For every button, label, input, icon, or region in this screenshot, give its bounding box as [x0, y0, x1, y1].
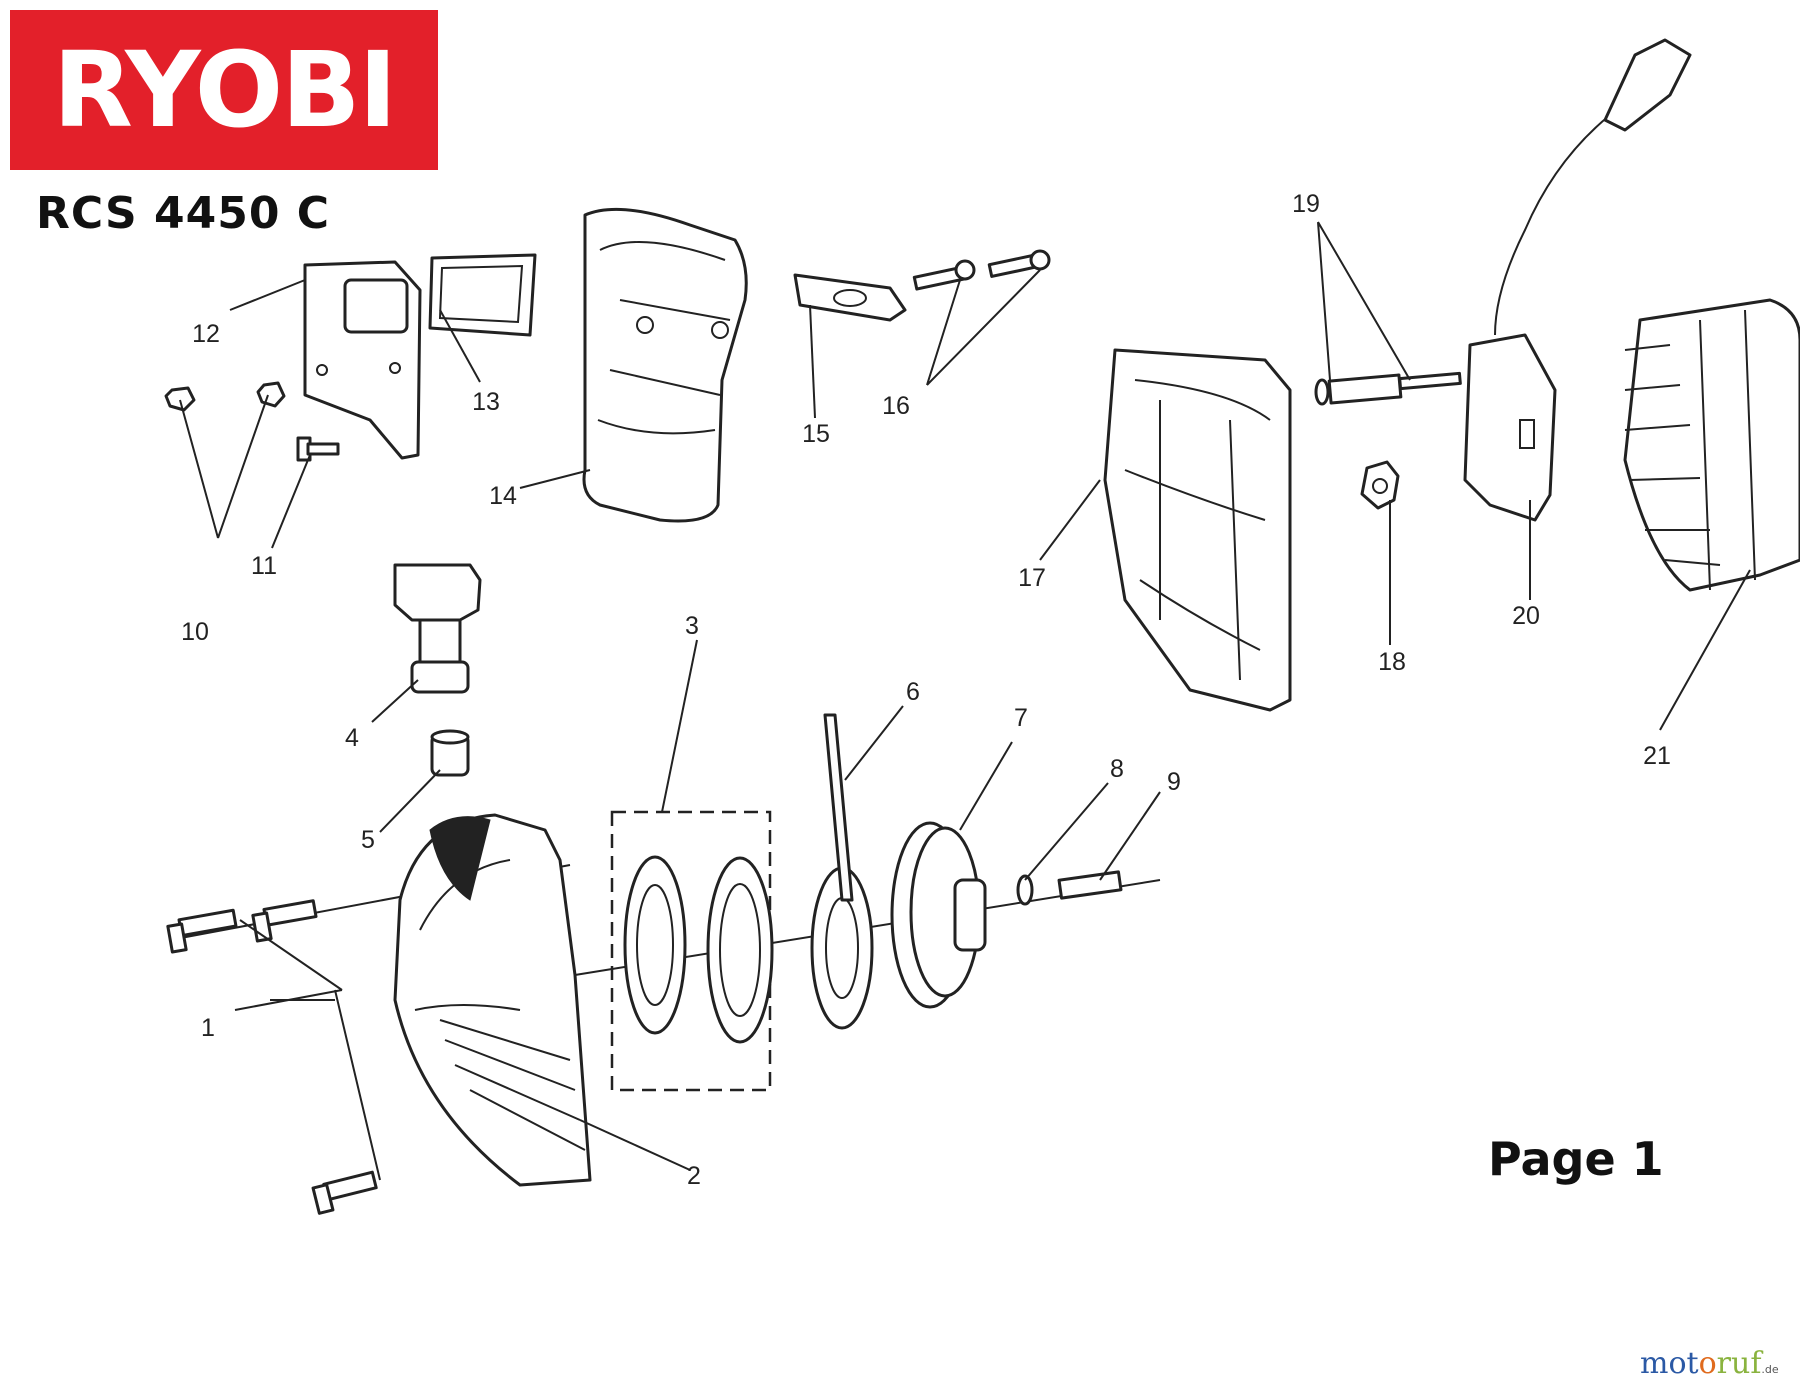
leader-11: [271, 454, 311, 549]
callout-10: 10: [181, 618, 209, 646]
spring-part-3-b: [706, 856, 774, 1044]
callout-17: 17: [1018, 564, 1046, 592]
callout-12: 12: [192, 320, 220, 348]
callout-18: 18: [1378, 648, 1406, 676]
callout-8: 8: [1110, 755, 1124, 783]
leader-14: [519, 469, 591, 489]
nut-part-10-a: [164, 386, 196, 412]
leader-2: [579, 1119, 691, 1171]
leader-1: [234, 919, 381, 1181]
leader-12: [229, 279, 306, 311]
screw-part-9: [1057, 870, 1123, 900]
screw-part-1-b: [251, 899, 318, 943]
gasket-part-15: [793, 273, 907, 322]
callout-13: 13: [472, 388, 500, 416]
leader-19: [1317, 221, 1411, 381]
ryobi-logo: RYOBI: [10, 10, 438, 170]
flywheel-part-21: [1623, 298, 1800, 592]
leader-9: [1099, 791, 1161, 881]
callout-1: 1: [201, 1014, 215, 1042]
logo-wordmark: RYOBI: [52, 29, 397, 151]
spring-part-6: [810, 713, 874, 1030]
callout-15: 15: [802, 420, 830, 448]
starter-housing-part-2: [393, 813, 592, 1187]
ignition-coil-part-20: [1463, 38, 1692, 522]
spring-part-3-a: [623, 855, 687, 1035]
callout-2: 2: [687, 1162, 701, 1190]
leader-7: [959, 741, 1013, 831]
page-label: Page 1: [1488, 1132, 1664, 1186]
handle-part-4: [393, 563, 482, 694]
callout-3: 3: [685, 612, 699, 640]
leader-21: [1659, 569, 1751, 731]
callout-19: 19: [1292, 190, 1320, 218]
nut-part-18: [1360, 460, 1400, 510]
nut-part-10-b: [256, 381, 286, 408]
leader-4: [371, 679, 419, 723]
callout-14: 14: [489, 482, 517, 510]
callout-4: 4: [345, 724, 359, 752]
leader-10: [179, 394, 269, 539]
leader-3: [661, 639, 698, 813]
leader-6: [844, 705, 904, 781]
callout-11: 11: [251, 552, 277, 580]
pulley-part-7: [890, 821, 987, 1009]
callout-7: 7: [1014, 704, 1028, 732]
bolt-part-19: [1314, 371, 1462, 406]
watermark: motoruf.de: [1640, 1346, 1779, 1381]
watermark-suffix: .de: [1761, 1363, 1779, 1376]
bolt-part-16-b: [987, 249, 1051, 278]
leader-13: [439, 309, 481, 383]
leader-15: [809, 304, 816, 419]
bracket-part-12: [303, 260, 422, 460]
bolt-part-16-a: [912, 259, 976, 291]
muffler-part-14: [582, 207, 748, 523]
callout-21: 21: [1643, 742, 1671, 770]
leader-17: [1039, 479, 1101, 561]
gasket-part-13: [428, 253, 537, 337]
callout-20: 20: [1512, 602, 1540, 630]
callout-9: 9: [1167, 768, 1181, 796]
bolt-part-11: [296, 436, 340, 462]
leader-8: [1024, 782, 1109, 881]
callout-5: 5: [361, 826, 375, 854]
leader-16: [926, 269, 1041, 386]
callout-16: 16: [882, 392, 910, 420]
watermark-text: motoruf: [1640, 1346, 1762, 1381]
washer-part-8: [1016, 874, 1034, 906]
screw-part-1-c: [311, 1170, 378, 1215]
grommet-part-5: [430, 729, 470, 777]
leader-5: [379, 769, 441, 833]
callout-6: 6: [906, 678, 920, 706]
model-number: RCS 4450 C: [36, 188, 331, 239]
screw-part-1-a: [166, 908, 238, 954]
fan-housing-part-17: [1103, 348, 1292, 712]
